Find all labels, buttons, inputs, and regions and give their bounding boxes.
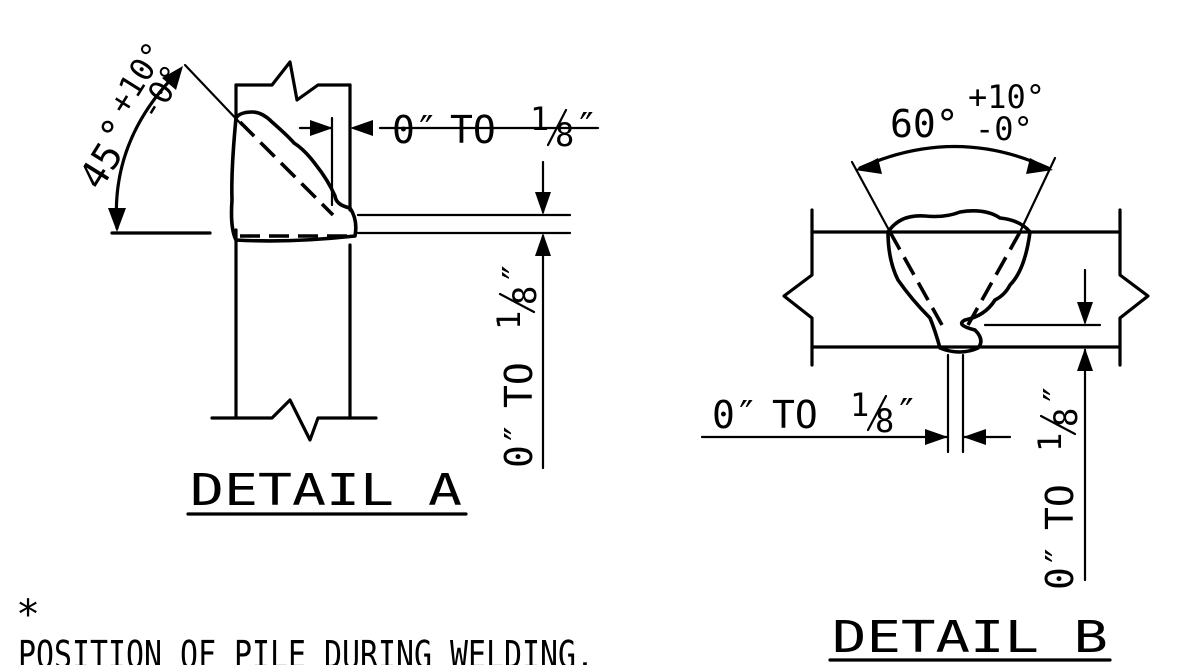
detail-b-weld-bead bbox=[886, 209, 1032, 354]
detail-a-weld-bead bbox=[229, 110, 358, 243]
detail-a-break-bottom bbox=[210, 398, 378, 442]
detail-a: 0″ TO 1 8 ″ 0″ TO 1 8 ″ 45 ° +10° -0° DE… bbox=[70, 35, 600, 516]
detail-b-angle-ext bbox=[850, 156, 1057, 234]
detail-b-bevel-dashed bbox=[888, 231, 1022, 326]
detail-a-gap-zero: 0″ bbox=[392, 108, 438, 152]
detail-b-root-num: 1 bbox=[1031, 433, 1069, 452]
detail-b-title: DETAIL B bbox=[832, 612, 1108, 663]
detail-b-gap-den: 8 bbox=[875, 402, 894, 440]
detail-b-gap-arrow-left bbox=[925, 429, 948, 445]
detail-b-gap-inch: ″ bbox=[895, 391, 918, 435]
detail-a-root-dim-label: 0″ TO 1 8 ″ bbox=[490, 261, 544, 468]
footnote: * POSITION OF PILE DURING WELDING. bbox=[16, 592, 594, 665]
detail-a-angle-arrow-bottom bbox=[108, 208, 126, 232]
detail-a-gap-leader bbox=[298, 116, 600, 207]
detail-b-gap-arrow-right bbox=[963, 429, 986, 445]
detail-b-root-to: TO bbox=[1038, 484, 1082, 530]
detail-b-angle-minus: -0° bbox=[975, 110, 1033, 148]
detail-b-break-right bbox=[1118, 208, 1150, 367]
detail-a-gap-num: 1 bbox=[530, 100, 549, 138]
detail-b-angle-base: 60° bbox=[890, 102, 959, 146]
footnote-asterisk: * bbox=[16, 592, 40, 638]
detail-a-gap-inch: ″ bbox=[575, 105, 598, 149]
detail-a-gap-arrow-right bbox=[350, 120, 373, 136]
detail-a-root-arrow-top bbox=[535, 192, 551, 215]
detail-b-gap-num: 1 bbox=[850, 386, 869, 424]
detail-b-root-zero: 0″ bbox=[1038, 544, 1082, 590]
detail-b-root-dim-label: 0″ TO 1 8 ″ bbox=[1031, 383, 1085, 590]
detail-a-root-inch: ″ bbox=[495, 261, 539, 284]
detail-b-angle-plus: +10° bbox=[968, 78, 1045, 116]
detail-a-root-to: TO bbox=[497, 362, 541, 408]
detail-b-break-left bbox=[782, 208, 814, 367]
detail-a-angle-ext bbox=[183, 63, 244, 127]
detail-b-angle-arc bbox=[858, 144, 1050, 170]
detail-b-gap-leader bbox=[700, 353, 1012, 454]
detail-a-angle-arc bbox=[114, 70, 180, 230]
detail-a-angle-label: 45 ° +10° -0° bbox=[70, 35, 192, 197]
detail-b-gap-zero: 0″ bbox=[712, 393, 758, 437]
detail-b-angle-arrow-left bbox=[855, 158, 882, 174]
detail-b-root-inch: ″ bbox=[1036, 383, 1080, 406]
detail-a-root-den: 8 bbox=[506, 286, 544, 305]
detail-b-gap-slash bbox=[866, 394, 888, 432]
detail-b: 60° +10° -0° 0″ TO 1 8 ″ 0″ TO 1 8 ″ DET… bbox=[700, 78, 1150, 663]
detail-b-gap-to: TO bbox=[772, 393, 818, 437]
footnote-text: POSITION OF PILE DURING WELDING. bbox=[18, 633, 594, 665]
detail-a-ext-lines bbox=[356, 213, 572, 235]
detail-a-root-slash bbox=[498, 292, 536, 314]
detail-b-root-den: 8 bbox=[1047, 408, 1085, 427]
detail-a-root-num: 1 bbox=[490, 311, 528, 330]
detail-b-angle-arrow-right bbox=[1026, 158, 1053, 174]
detail-a-bevel-dashed bbox=[238, 120, 335, 217]
detail-a-gap-den: 8 bbox=[555, 116, 574, 154]
detail-a-root-arrow-bottom bbox=[535, 233, 551, 256]
detail-b-root-slash bbox=[1039, 414, 1077, 436]
detail-b-root-arrow-top bbox=[1077, 302, 1093, 325]
detail-b-root-arrow-bottom bbox=[1077, 348, 1093, 371]
detail-a-angle-arrow-top bbox=[162, 66, 183, 90]
detail-a-gap-slash bbox=[546, 108, 568, 147]
detail-a-gap-to: TO bbox=[450, 108, 496, 152]
detail-a-break-top bbox=[234, 60, 352, 102]
detail-a-title: DETAIL A bbox=[190, 465, 462, 516]
detail-a-gap-arrow-left bbox=[310, 120, 333, 136]
detail-a-root-zero: 0″ bbox=[497, 422, 541, 468]
